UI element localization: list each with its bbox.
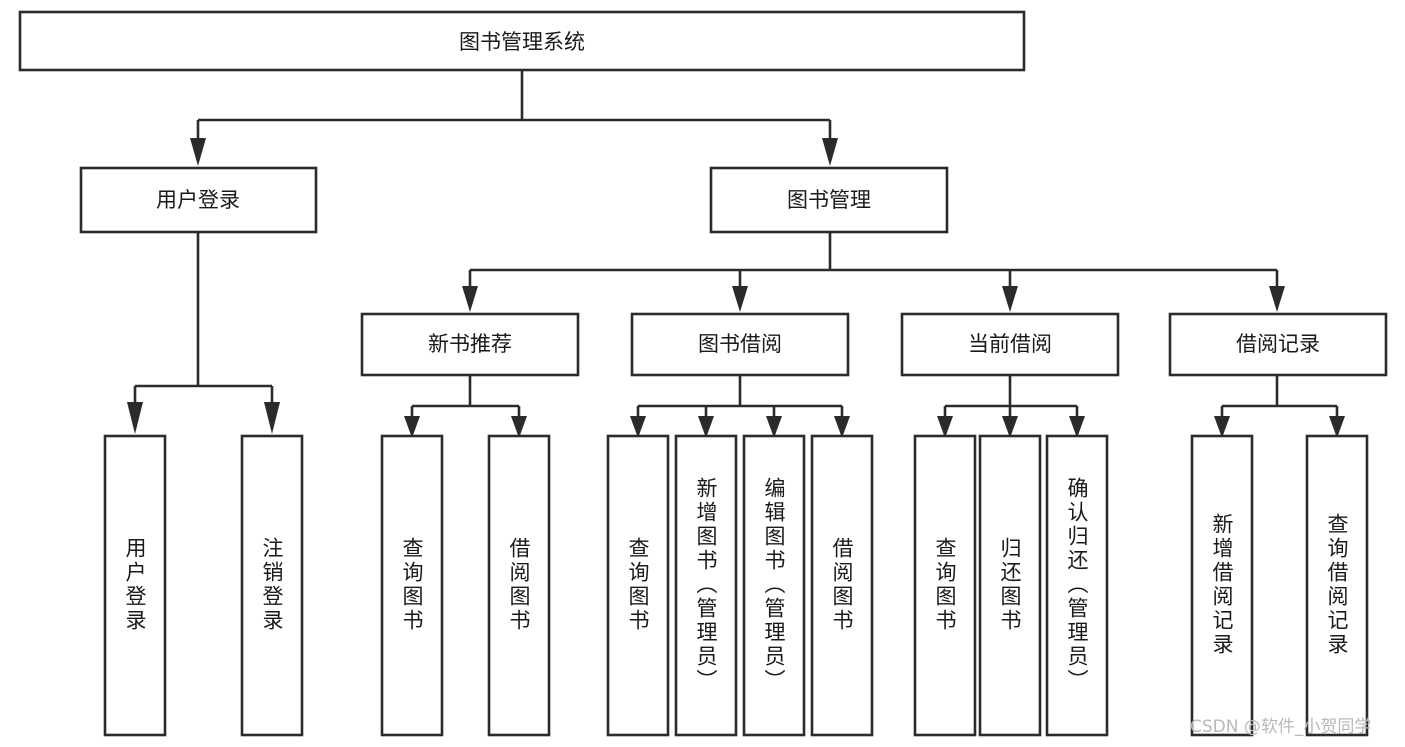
node-book-management-label: 图书管理 — [787, 188, 871, 212]
arrow-to-leaf-borrow-1 — [630, 416, 646, 438]
node-book-borrow[interactable]: 图书借阅 — [630, 312, 850, 377]
leaf-borrow-record-1-box[interactable] — [1190, 434, 1254, 737]
node-book-borrow-box[interactable] — [630, 312, 850, 377]
arrow-to-leaf-recommend-2 — [511, 416, 527, 438]
leaf-current-borrow-2-box[interactable] — [978, 434, 1042, 737]
leaf-user-login-2-label: 注销登录 — [260, 537, 284, 633]
node-borrow-record-label: 借阅记录 — [1236, 332, 1320, 356]
arrow-to-leaf-borrow-4 — [834, 416, 850, 438]
node-root-label: 图书管理系统 — [459, 30, 585, 54]
leaf-user-login-1-label: 用户登录 — [123, 537, 147, 633]
node-borrow-record[interactable]: 借阅记录 — [1168, 312, 1388, 377]
arrow-to-leaf-borrow-3 — [766, 416, 782, 438]
node-user-login-label: 用户登录 — [156, 188, 240, 212]
node-root[interactable]: 图书管理系统 — [18, 10, 1026, 72]
leaf-current-borrow-2-label: 归还图书 — [998, 537, 1022, 633]
arrow-to-leaf-recommend-1 — [404, 416, 420, 438]
leaf-book-borrow-4-label: 借阅图书 — [830, 537, 854, 633]
arrow-to-leaf-borrow-2 — [698, 416, 714, 438]
leaf-recommend-2[interactable]: 借阅图书 — [487, 434, 551, 737]
arrow-to-user-login — [190, 138, 206, 166]
leaf-recommend-1-label: 查询图书 — [400, 537, 424, 633]
node-book-management[interactable]: 图书管理 — [709, 166, 949, 234]
leaf-borrow-record-1[interactable]: 新增借阅记录 — [1190, 434, 1254, 737]
node-book-borrow-label: 图书借阅 — [698, 332, 782, 356]
leaf-user-login-2-box[interactable] — [240, 434, 304, 737]
leaf-book-borrow-3[interactable]: 编辑图书（管理员） — [742, 434, 806, 737]
leaf-recommend-2-label: 借阅图书 — [507, 537, 531, 633]
leaf-book-borrow-2-box[interactable] — [674, 434, 738, 737]
leaf-current-borrow-1[interactable]: 查询图书 — [913, 434, 977, 737]
arrow-to-borrow-record — [1269, 286, 1285, 312]
leaf-book-borrow-4-box[interactable] — [810, 434, 874, 737]
leaf-book-borrow-2[interactable]: 新增图书（管理员） — [674, 434, 738, 737]
leaf-current-borrow-2[interactable]: 归还图书 — [978, 434, 1042, 737]
leaf-book-borrow-4[interactable]: 借阅图书 — [810, 434, 874, 737]
arrow-to-book-mgmt — [822, 138, 838, 166]
node-new-book-recommend[interactable]: 新书推荐 — [360, 312, 580, 377]
leaf-user-login-1-box[interactable] — [103, 434, 167, 737]
leaf-recommend-1[interactable]: 查询图书 — [380, 434, 444, 737]
leaf-borrow-record-2[interactable]: 查询借阅记录 — [1305, 434, 1369, 737]
arrow-to-leaf-current-1 — [937, 416, 953, 438]
leaf-book-borrow-3-box[interactable] — [742, 434, 806, 737]
arrow-to-leaf-logout — [264, 402, 280, 434]
node-user-login[interactable]: 用户登录 — [79, 166, 318, 234]
leaf-book-borrow-1-label: 查询图书 — [626, 537, 650, 633]
arrow-to-current-borrow — [1002, 286, 1018, 312]
node-current-borrow-box[interactable] — [900, 312, 1120, 377]
leaf-recommend-1-box[interactable] — [380, 434, 444, 737]
node-new-book-recommend-label: 新书推荐 — [428, 332, 512, 356]
arrow-to-new-book-recommend — [462, 286, 478, 312]
arrow-to-leaf-current-3 — [1069, 416, 1085, 438]
leaf-recommend-2-box[interactable] — [487, 434, 551, 737]
leaf-borrow-record-1-label: 新增借阅记录 — [1210, 513, 1234, 657]
leaf-book-borrow-2-label: 新增图书（管理员） — [694, 477, 718, 693]
arrow-to-leaf-current-2 — [1002, 416, 1018, 438]
leaf-current-borrow-3-box[interactable] — [1045, 434, 1109, 737]
leaf-current-borrow-3-label: 确认归还（管理员） — [1065, 477, 1089, 693]
leaf-current-borrow-1-label: 查询图书 — [933, 537, 957, 633]
node-new-book-recommend-box[interactable] — [360, 312, 580, 377]
arrow-to-leaf-user-login — [127, 402, 143, 434]
arrow-to-book-borrow — [732, 286, 748, 312]
arrow-to-leaf-record-1 — [1214, 416, 1230, 438]
leaf-user-login-1[interactable]: 用户登录 — [103, 434, 167, 737]
node-user-login-box[interactable] — [79, 166, 318, 234]
connectors-layer — [127, 70, 1345, 438]
node-current-borrow[interactable]: 当前借阅 — [900, 312, 1120, 377]
leaf-borrow-record-2-box[interactable] — [1305, 434, 1369, 737]
leaf-book-borrow-1-box[interactable] — [606, 434, 670, 737]
arrow-to-leaf-record-2 — [1329, 416, 1345, 438]
leaf-book-borrow-3-label: 编辑图书（管理员） — [762, 477, 786, 693]
node-borrow-record-box[interactable] — [1168, 312, 1388, 377]
node-current-borrow-label: 当前借阅 — [968, 332, 1052, 356]
node-root-box[interactable] — [18, 10, 1026, 72]
leaf-current-borrow-1-box[interactable] — [913, 434, 977, 737]
leaf-user-login-2[interactable]: 注销登录 — [240, 434, 304, 737]
leaf-current-borrow-3[interactable]: 确认归还（管理员） — [1045, 434, 1109, 737]
leaf-book-borrow-1[interactable]: 查询图书 — [606, 434, 670, 737]
leaf-borrow-record-2-label: 查询借阅记录 — [1325, 513, 1349, 657]
node-book-management-box[interactable] — [709, 166, 949, 234]
